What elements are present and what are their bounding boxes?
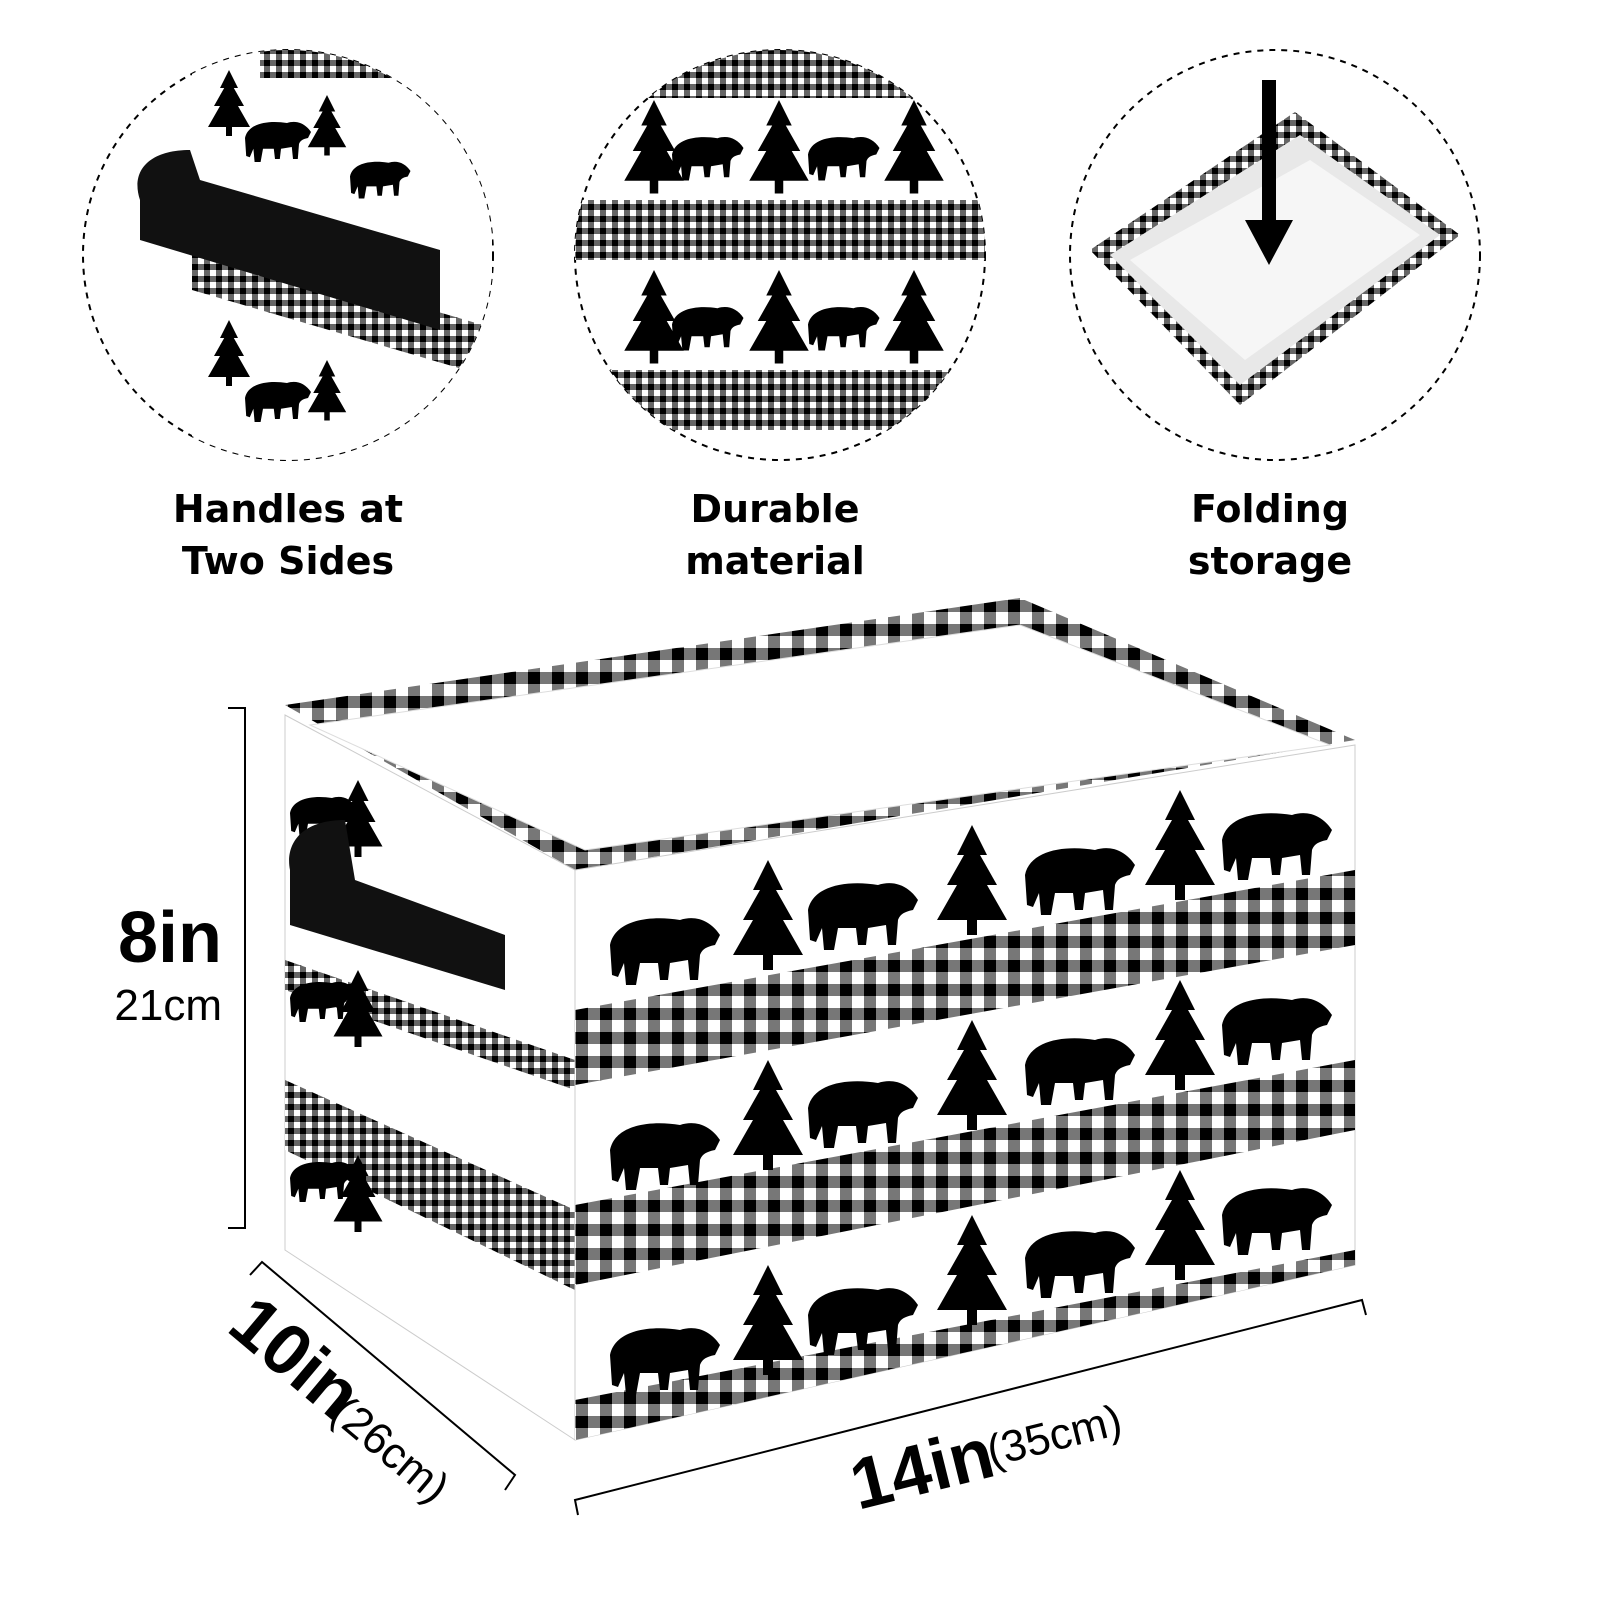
feature-label-material-2: material — [685, 539, 865, 583]
basket-handle — [289, 820, 505, 990]
height-in: 8in — [118, 898, 222, 978]
width-in: 14in — [843, 1413, 1002, 1525]
feature-label-handles-2: Two Sides — [182, 539, 394, 583]
height-cm: 21cm — [114, 981, 222, 1030]
feature-label-folding-2: storage — [1188, 539, 1352, 583]
width-cm: (35cm) — [982, 1395, 1127, 1476]
feature-folding-circle — [1069, 49, 1481, 461]
handle-strap — [137, 150, 440, 330]
feature-label-handles-1: Handles at — [173, 487, 403, 531]
storage-basket — [284, 598, 1356, 1441]
feature-handles-circle — [82, 49, 494, 461]
depth-cm: (26cm) — [322, 1387, 458, 1513]
dimension-lines — [228, 707, 1367, 1516]
feature-label-folding-1: Folding — [1191, 487, 1349, 531]
feature-label-material-1: Durable — [691, 487, 860, 531]
arrow-down-icon — [1262, 80, 1276, 230]
feature-material-circle — [574, 49, 986, 461]
